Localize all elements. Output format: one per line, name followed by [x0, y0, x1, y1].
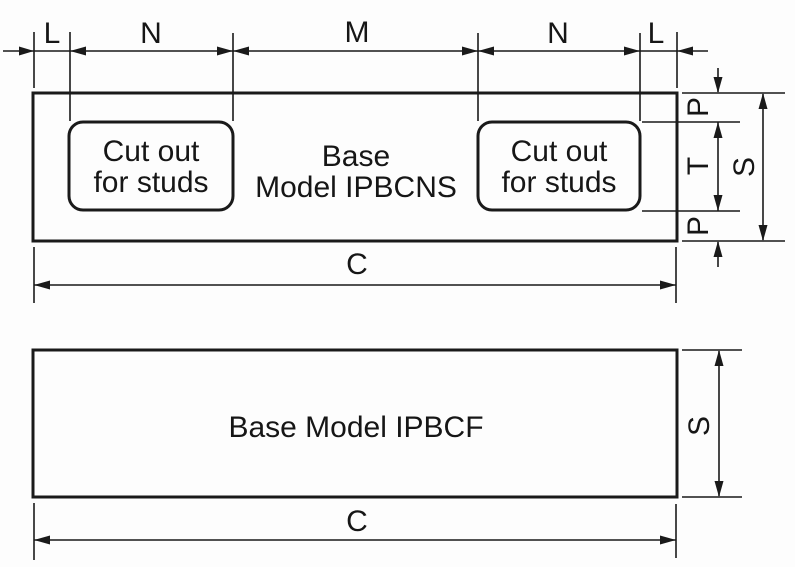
cutout-left-box [67, 120, 235, 212]
arrowhead-up-icon [713, 122, 723, 138]
arrowhead-left-icon [478, 46, 494, 56]
arrowhead-right-icon [19, 46, 34, 56]
dim-label-s-top-figure: S [728, 157, 761, 177]
top-figure: Cut out for studs Cut out for studs Base… [31, 91, 679, 243]
arrowhead-up-icon [713, 241, 723, 257]
dim-label-l-left: L [44, 17, 61, 50]
arrowhead-up-icon [758, 93, 768, 109]
arrowhead-down-icon [713, 77, 723, 93]
dim-label-m: M [345, 16, 370, 49]
arrowhead-down-icon [758, 225, 768, 241]
dim-label-s-bottom-figure: S [683, 416, 716, 436]
arrowhead-up-icon [714, 350, 724, 366]
cutout-left-label-line2: for studs [93, 166, 208, 199]
arrowhead-left-icon [233, 46, 249, 56]
cutout-right-box [476, 120, 642, 212]
arrowhead-right-icon [624, 46, 640, 56]
arrowhead-right-icon [462, 46, 478, 56]
arrowhead-right-icon [217, 46, 233, 56]
arrowhead-down-icon [713, 195, 723, 211]
dim-label-t: T [682, 157, 715, 175]
bottom-s-dimension: S [682, 349, 742, 498]
arrowhead-left-icon [70, 46, 86, 56]
cutout-right-label-line1: Cut out [511, 135, 608, 168]
top-figure-title-line1: Base [322, 140, 390, 173]
arrowhead-left-icon [34, 280, 50, 290]
ptp-dimension-chain: P T P [642, 68, 785, 267]
dim-label-l-right: L [648, 17, 665, 50]
dim-label-p-top: P [682, 97, 715, 117]
arrowhead-right-icon [660, 535, 676, 545]
top-dimension-chain: L N M N L [3, 16, 708, 121]
base-ipbcf-outline [31, 348, 679, 499]
top-s-dimension: S [728, 93, 768, 241]
arrowhead-right-icon [660, 280, 676, 290]
arrowhead-down-icon [714, 481, 724, 497]
top-figure-title-line2: Model IPBCNS [255, 171, 457, 204]
top-c-dimension: C [33, 247, 677, 303]
dim-label-c-bottom-figure: C [346, 505, 368, 538]
bottom-figure: Base Model IPBCF [31, 348, 679, 499]
dim-label-n-left: N [140, 17, 162, 50]
cutout-right-label-line2: for studs [501, 166, 616, 199]
bottom-c-dimension: C [33, 503, 677, 560]
dim-label-p-bottom: P [682, 216, 715, 236]
bottom-figure-title: Base Model IPBCF [228, 411, 483, 444]
arrowhead-left-icon [677, 46, 693, 56]
dim-label-n-right: N [547, 17, 569, 50]
cutout-left-label-line1: Cut out [103, 135, 200, 168]
arrowhead-left-icon [34, 535, 50, 545]
dim-label-c-top-figure: C [346, 248, 368, 281]
